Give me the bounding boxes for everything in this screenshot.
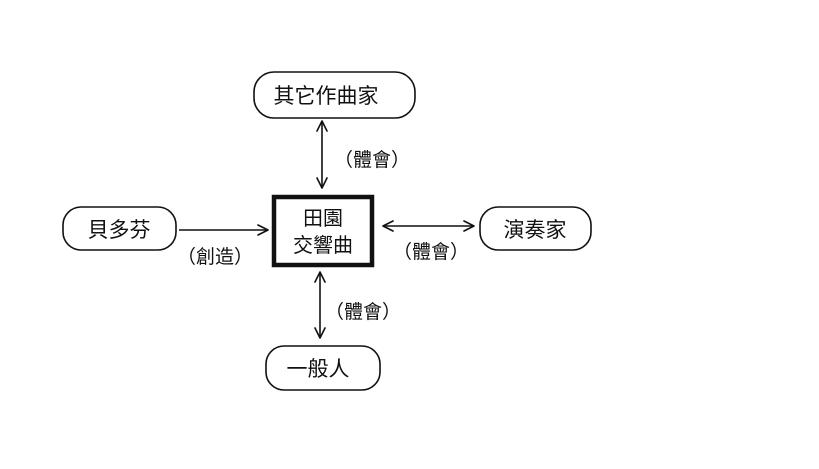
edge-bottom-center: （體會） <box>314 271 401 339</box>
edge-top-center: （體會） <box>316 120 410 189</box>
node-general-public: 一般人 <box>265 345 381 391</box>
node-performers-box <box>479 206 592 251</box>
edge-center-right: （體會） <box>382 220 475 263</box>
node-pastoral-symphony-line1: 田園 <box>303 206 343 230</box>
edge-center-right-label: （體會） <box>393 241 469 263</box>
node-performers-label: 演奏家 <box>504 218 567 242</box>
edge-bottom-center-label: （體會） <box>325 301 401 323</box>
edge-top-center-label: （體會） <box>334 149 410 171</box>
edge-left-center: （創造） <box>177 224 269 268</box>
node-general-public-label: 一般人 <box>287 357 350 381</box>
node-pastoral-symphony: 田園 交響曲 <box>271 194 375 268</box>
node-beethoven-label: 貝多芬 <box>88 218 151 242</box>
node-other-composers-box <box>253 71 416 119</box>
node-other-composers-label: 其它作曲家 <box>274 84 379 108</box>
node-performers: 演奏家 <box>479 206 592 251</box>
node-beethoven: 貝多芬 <box>62 206 177 251</box>
node-pastoral-symphony-box <box>271 194 375 268</box>
node-general-public-box <box>265 345 381 391</box>
edge-left-center-label: （創造） <box>177 246 253 268</box>
node-pastoral-symphony-line2: 交響曲 <box>293 233 353 257</box>
node-beethoven-box <box>62 206 177 251</box>
node-other-composers: 其它作曲家 <box>253 71 416 119</box>
